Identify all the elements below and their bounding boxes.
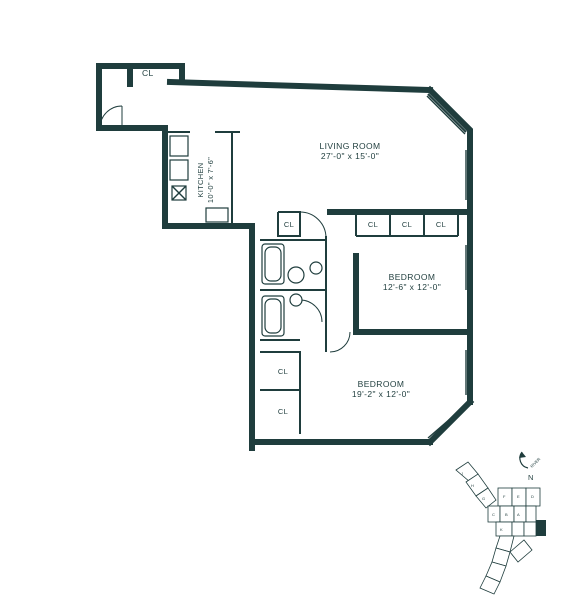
key-plan: N RIVER J H G F E D C B A K [455, 451, 546, 595]
living-room-name: LIVING ROOM [319, 141, 380, 151]
bedroom2-size: 19'-2" x 12'-0" [352, 389, 410, 399]
living-room-size: 27'-0" x 15'-0" [321, 151, 379, 161]
key-unit-label: B [505, 512, 508, 517]
kitchen-fixtures [169, 135, 229, 223]
key-unit-label: A [517, 512, 520, 517]
closet-label-foyer: CL [142, 68, 154, 78]
key-unit-label: J [461, 471, 463, 476]
key-unit-label: D [531, 494, 534, 499]
closet-label-bed1-c: CL [436, 220, 446, 229]
closet-label-bed2-a: CL [278, 367, 288, 376]
key-unit-label: G [482, 496, 485, 501]
highlighted-unit [536, 520, 546, 536]
windows [426, 93, 467, 439]
kitchen-size: 10'-0" x 7'-6" [206, 157, 215, 203]
interior-walls [127, 63, 473, 434]
closet-label-hall: CL [284, 220, 294, 229]
key-unit-label: E [517, 494, 520, 499]
key-unit-label: H [471, 483, 474, 488]
key-unit-label: K [500, 527, 503, 532]
north-arrow-icon: N [519, 451, 534, 482]
closet-label-bed2-b: CL [278, 407, 288, 416]
closet-label-bed1-a: CL [368, 220, 378, 229]
kitchen-name: KITCHEN [196, 162, 205, 197]
bedroom1-size: 12'-6" x 12'-0" [383, 282, 441, 292]
bedroom1-name: BEDROOM [389, 272, 436, 282]
bedroom2-name: BEDROOM [358, 379, 405, 389]
north-label: N [528, 473, 534, 482]
doors [99, 105, 351, 353]
river-label: RIVER [529, 456, 541, 468]
closet-label-bed1-b: CL [402, 220, 412, 229]
bath-fixtures [261, 243, 323, 337]
key-unit-label: F [503, 494, 506, 499]
exterior-walls [96, 63, 475, 451]
key-unit-label: C [492, 512, 495, 517]
